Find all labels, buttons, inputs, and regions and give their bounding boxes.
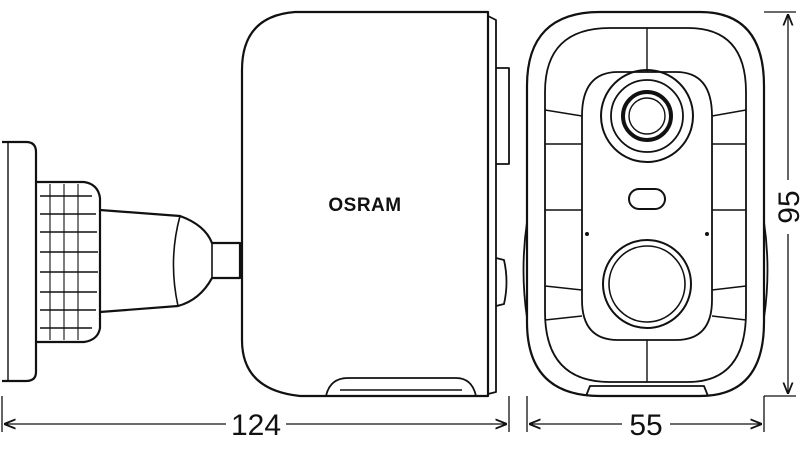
brand-logo: OSRAM — [328, 195, 401, 216]
wall-mount-plate — [2, 140, 38, 383]
mount-arm — [99, 208, 242, 314]
mic-dot-right — [705, 232, 709, 236]
front-view — [522, 10, 769, 398]
mic-dot-left — [585, 232, 589, 236]
camera-lens — [600, 69, 694, 163]
status-indicator — [628, 188, 666, 210]
camera-body-side — [240, 10, 510, 398]
front-center-panel — [581, 71, 713, 341]
pir-sensor — [602, 239, 692, 329]
dimension-lines — [1, 11, 796, 432]
front-outer-shell — [525, 10, 766, 398]
dimension-label-side-width: 124 — [231, 409, 281, 442]
front-inner-face — [544, 27, 747, 383]
dimension-label-height: 95 — [773, 190, 800, 223]
dimension-label-front-width: 55 — [629, 409, 662, 442]
front-bottom-bracket — [585, 385, 709, 397]
front-ribs — [544, 28, 747, 382]
side-view: OSRAM — [2, 10, 510, 398]
mount-collar — [36, 180, 102, 344]
front-side-bulges — [522, 221, 769, 319]
